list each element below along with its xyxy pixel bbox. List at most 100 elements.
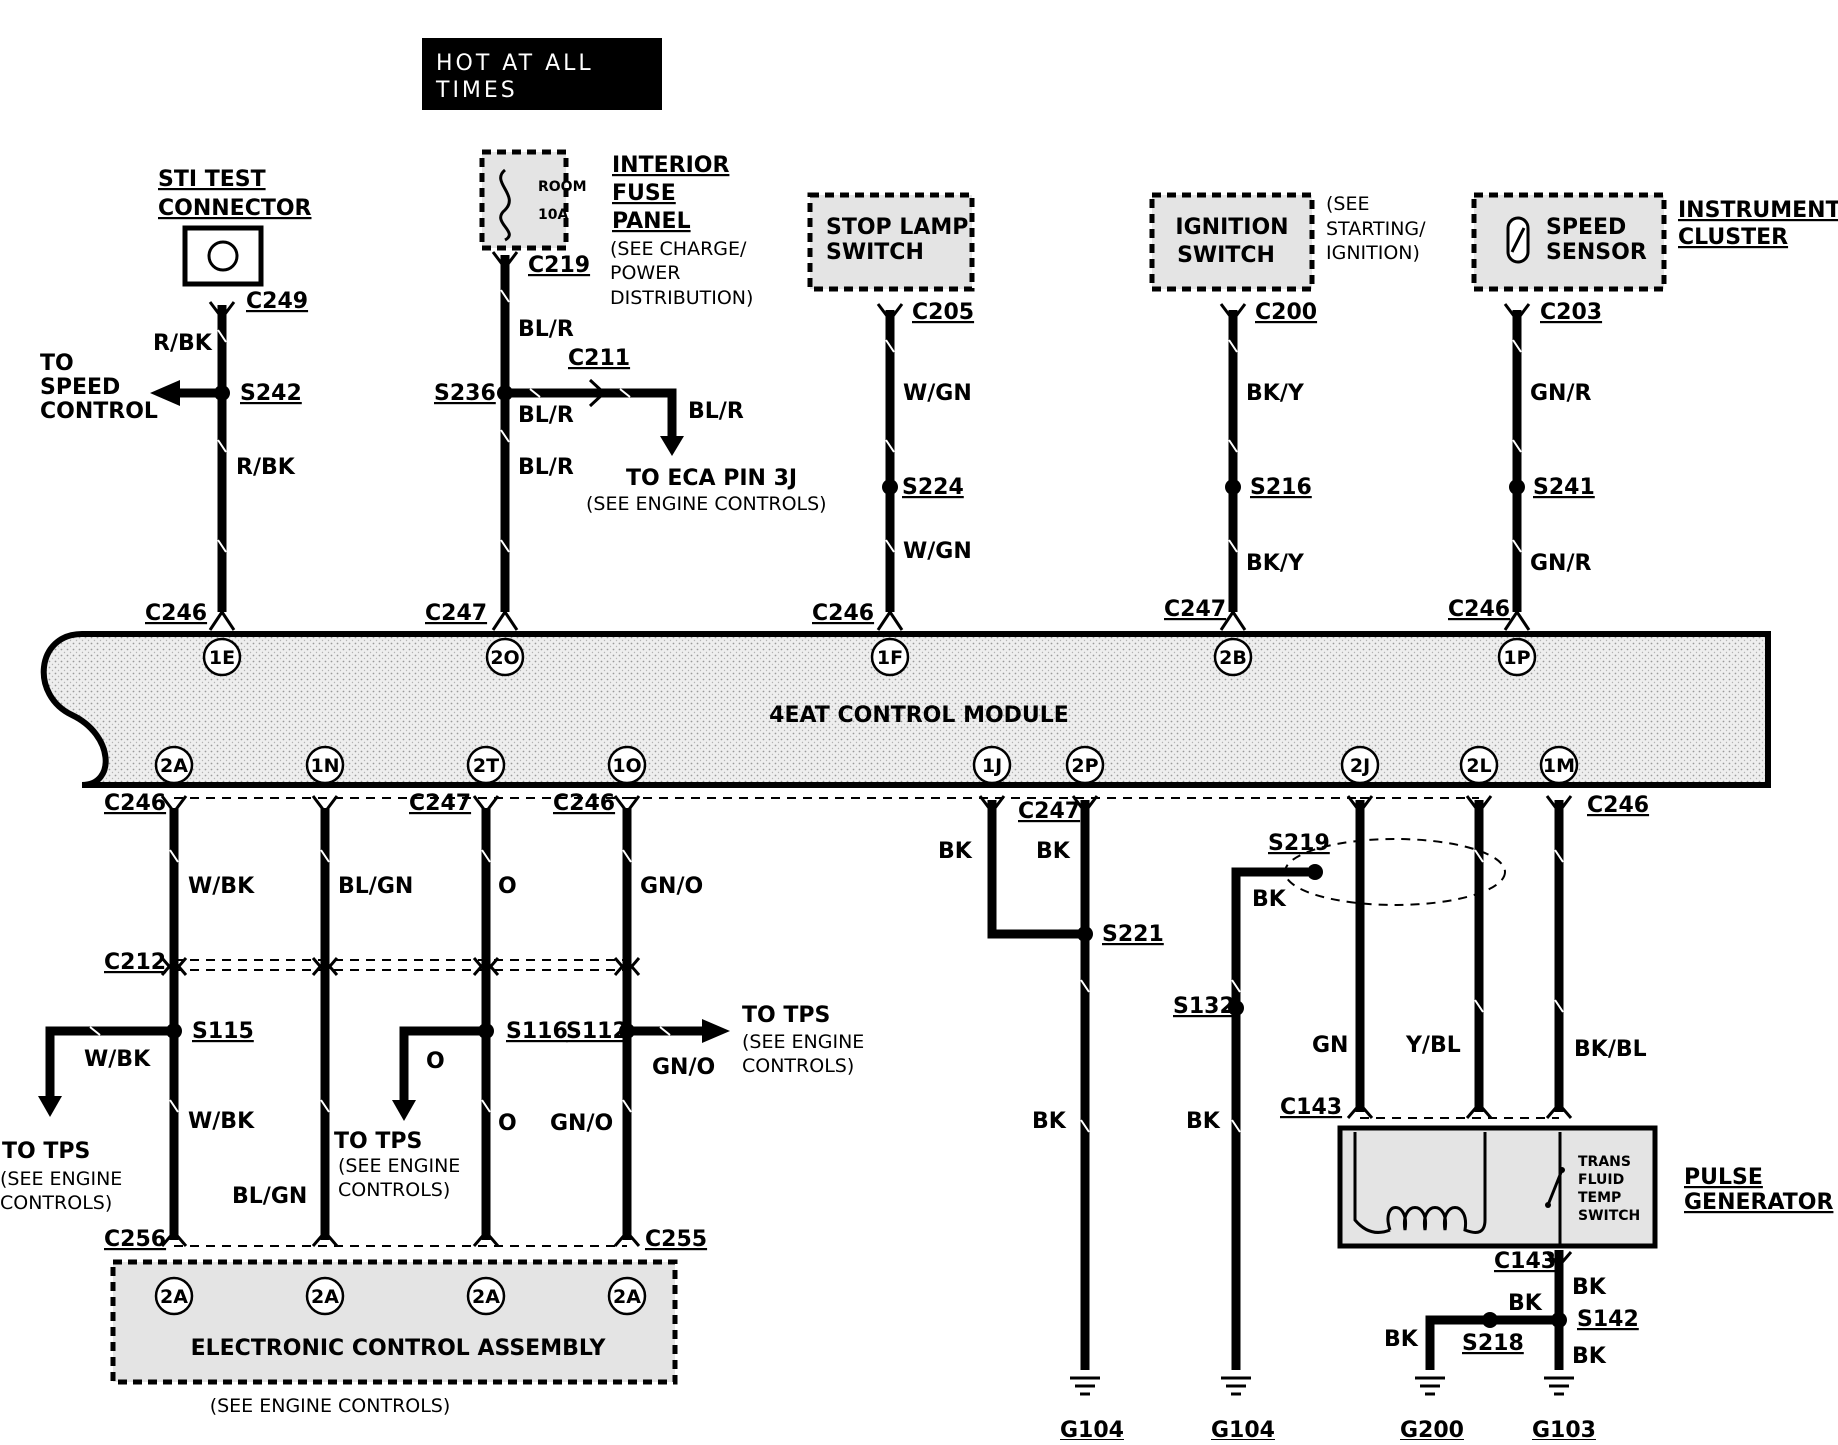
sti-label-2: CONNECTOR bbox=[158, 196, 312, 221]
cluster-label-2: CLUSTER bbox=[1678, 225, 1788, 250]
wire-label-bky-1: BK/Y bbox=[1246, 381, 1305, 406]
tps-a-3: CONTROLS) bbox=[0, 1192, 112, 1214]
ign-label-2: SWITCH bbox=[1177, 243, 1275, 268]
fuse-room: ROOM bbox=[538, 179, 587, 195]
speed-sensor: SPEED SENSOR INSTRUMENT CLUSTER bbox=[1471, 192, 1838, 292]
label-c249: C249 bbox=[246, 289, 308, 314]
label-s142: S142 bbox=[1577, 1307, 1639, 1332]
label-bot-c247-2: C247 bbox=[1018, 799, 1080, 824]
label-c143-bot: C143 bbox=[1494, 1249, 1556, 1274]
eca-pin-3: 2A bbox=[472, 1286, 500, 1308]
wire-label-o-2: O bbox=[426, 1049, 445, 1074]
wire-label-wbk-2: W/BK bbox=[188, 1109, 255, 1134]
label-bot-c246-2: C246 bbox=[553, 791, 615, 816]
wire-bk-1j bbox=[987, 800, 1085, 939]
splice-s132 bbox=[1228, 1000, 1244, 1016]
ground-g103: G103 bbox=[1532, 1418, 1596, 1440]
eca-name: ELECTRONIC CONTROL ASSEMBLY bbox=[191, 1336, 607, 1361]
splice-s218 bbox=[1482, 1312, 1498, 1328]
top-pins: 1E 2O 1F 2B 1P bbox=[202, 637, 1537, 677]
label-c255: C255 bbox=[645, 1227, 707, 1252]
pin-2l: 2L bbox=[1466, 755, 1491, 777]
arrow-to-speed bbox=[150, 380, 180, 406]
ign-note-3: IGNITION) bbox=[1326, 242, 1420, 264]
eca-pin-2: 2A bbox=[311, 1286, 339, 1308]
label-s224: S224 bbox=[902, 475, 964, 500]
label-bot-c246-1: C246 bbox=[104, 791, 166, 816]
pulse-label-2: GENERATOR bbox=[1684, 1190, 1833, 1215]
pin-2a: 2A bbox=[160, 755, 188, 777]
wire-label-bk-8: BK bbox=[1384, 1327, 1419, 1352]
pin-2b: 2B bbox=[1219, 647, 1247, 669]
to-eca-1: TO ECA PIN 3J bbox=[626, 466, 797, 491]
control-module: 4EAT CONTROL MODULE bbox=[40, 631, 1771, 788]
fuse-panel-1: INTERIOR bbox=[612, 153, 729, 178]
wire-label-bk-3: BK bbox=[1252, 887, 1287, 912]
label-top-c246-3: C246 bbox=[1448, 597, 1510, 622]
pin-2j: 2J bbox=[1350, 755, 1370, 777]
pin-2t: 2T bbox=[473, 755, 499, 777]
label-bot-c246-3: C246 bbox=[1587, 793, 1649, 818]
wire-to-tps-b bbox=[399, 1026, 486, 1104]
tps-c-3: CONTROLS) bbox=[742, 1055, 854, 1077]
to-speed-3: CONTROL bbox=[40, 399, 158, 424]
ign-note-1: (SEE bbox=[1326, 193, 1369, 215]
hot-line-2: TIMES bbox=[435, 78, 518, 103]
wire-label-bky-2: BK/Y bbox=[1246, 551, 1305, 576]
splice-s142 bbox=[1551, 1312, 1567, 1328]
temp-switch-symbol bbox=[1546, 1169, 1564, 1206]
bottom-left-labels: C246 C247 C246 C212 C256 C255 S115 S116 … bbox=[0, 791, 864, 1252]
label-c203: C203 bbox=[1540, 300, 1602, 325]
wire-hatching bbox=[217, 289, 1522, 553]
wire-label-bk-4: BK bbox=[1032, 1109, 1067, 1134]
label-s216: S216 bbox=[1250, 475, 1312, 500]
label-top-c246-1: C246 bbox=[145, 601, 207, 626]
pin-1f: 1F bbox=[877, 647, 903, 669]
pin-1j: 1J bbox=[982, 755, 1002, 777]
label-s112: S112 bbox=[566, 1019, 628, 1044]
wire-label-wbk-1: W/BK bbox=[188, 874, 255, 899]
pickup-coil bbox=[1353, 1132, 1487, 1234]
splice-s219 bbox=[1307, 864, 1323, 880]
trans-label-2: FLUID bbox=[1578, 1172, 1624, 1188]
label-s218: S218 bbox=[1462, 1331, 1524, 1356]
wire-label-bk-1: BK bbox=[938, 839, 973, 864]
bottom-right-wires bbox=[978, 795, 1574, 1396]
wire-label-gno-3: GN/O bbox=[652, 1055, 715, 1080]
connector-c211-mark bbox=[588, 378, 607, 408]
trans-label-1: TRANS bbox=[1578, 1154, 1631, 1170]
wire-label-bkbl: BK/BL bbox=[1574, 1037, 1647, 1062]
label-top-c247-1: C247 bbox=[425, 601, 487, 626]
wire-label-gno-1: GN/O bbox=[640, 874, 703, 899]
label-c256: C256 bbox=[104, 1227, 166, 1252]
fuse-panel-2: FUSE bbox=[612, 181, 676, 206]
wire-label-wgn-2: W/GN bbox=[903, 539, 972, 564]
label-top-c247-2: C247 bbox=[1164, 597, 1226, 622]
splice-s116 bbox=[478, 1023, 494, 1039]
eca-pin-1: 2A bbox=[160, 1286, 188, 1308]
wire-label-bk-2: BK bbox=[1036, 839, 1071, 864]
wire-label-blr-3: BL/R bbox=[518, 455, 574, 480]
top-wires bbox=[150, 251, 1531, 631]
fuse-symbol bbox=[499, 168, 511, 242]
wire-label-bk-5: BK bbox=[1186, 1109, 1221, 1134]
label-s115: S115 bbox=[192, 1019, 254, 1044]
fuse-note-3: DISTRIBUTION) bbox=[610, 287, 753, 309]
interior-fuse-panel: ROOM 10A INTERIOR FUSE PANEL (SEE CHARGE… bbox=[479, 149, 753, 309]
sti-label-1: STI TEST bbox=[158, 167, 266, 192]
label-s236: S236 bbox=[434, 381, 496, 406]
wire-label-gnr-2: GN/R bbox=[1530, 551, 1592, 576]
tps-a-2: (SEE ENGINE bbox=[0, 1168, 122, 1190]
wire-bk-s219 bbox=[1231, 867, 1308, 1370]
stop-label-2: SWITCH bbox=[826, 240, 924, 265]
sti-test-connector: STI TEST CONNECTOR bbox=[158, 167, 312, 287]
bottom-pins: 2A 1N 2T 1O 1J 2P 2J 2L 1M bbox=[154, 745, 1579, 785]
label-s219: S219 bbox=[1268, 831, 1330, 856]
arrow-to-tps-a bbox=[38, 1096, 62, 1117]
wire-label-bk-7: BK bbox=[1508, 1291, 1543, 1316]
cluster-label-1: INSTRUMENT bbox=[1678, 198, 1838, 223]
label-c212: C212 bbox=[104, 950, 166, 975]
tps-a-1: TO TPS bbox=[2, 1139, 90, 1164]
wire-label-gn: GN bbox=[1312, 1033, 1348, 1058]
